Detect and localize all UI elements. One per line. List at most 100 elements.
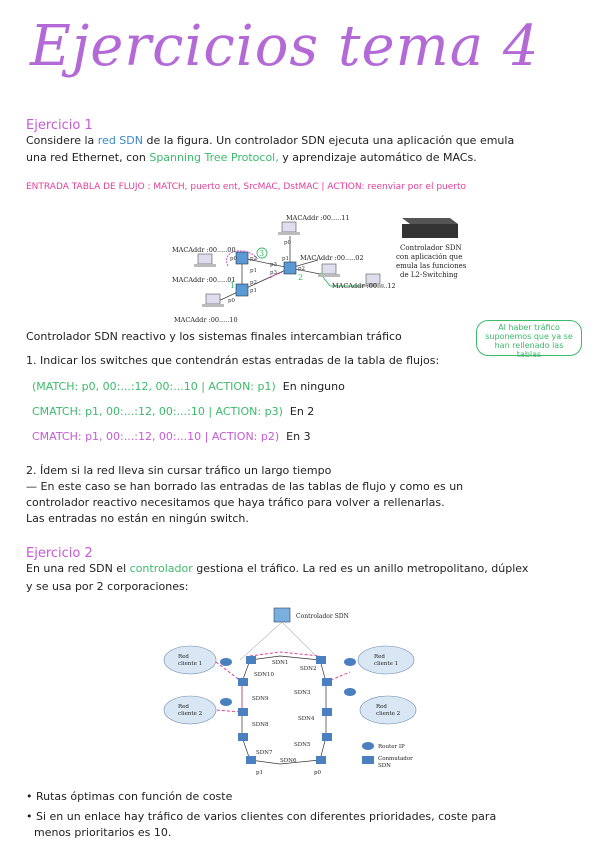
mac-label: MACAddr :00.....00 <box>172 246 236 254</box>
port-label: p1 <box>250 288 257 294</box>
flow-entry-answer: En ninguno <box>282 380 345 393</box>
flow-table-entry-format: ENTRADA TABLA DE FLUJO : MATCH, puerto e… <box>26 182 467 192</box>
node-label: SDN6 <box>280 758 297 764</box>
ex1-note: Al haber tráfico suponemos que ya se han… <box>485 323 573 359</box>
ex1-highlight-red-sdn: red SDN <box>97 134 143 147</box>
sdn-controller-icon <box>402 218 458 238</box>
flow-entry-1: (MATCH: p0, 00:...:12, 00:...10 | ACTION… <box>32 380 345 393</box>
port-label: p0 <box>284 240 292 246</box>
node-label: SDN5 <box>294 742 311 748</box>
cloud-label: cliente 2 <box>376 711 400 717</box>
node-label: SDN8 <box>252 722 269 728</box>
step-number: 1 <box>230 281 235 290</box>
ex1-reactive-line: Controlador SDN reactivo y los sistemas … <box>26 330 402 343</box>
cloud-label: cliente 1 <box>374 661 398 667</box>
ex2-text: gestiona el tráfico. La red es un anillo… <box>196 562 529 575</box>
pc-icon <box>278 221 300 235</box>
port-label: p0 <box>314 770 322 776</box>
ex1-text: Considere la <box>26 134 95 147</box>
sdn-controller-icon <box>273 607 291 623</box>
port-label: p3 <box>270 270 278 276</box>
ex1-answer-2-line: Las entradas no están en ningún switch. <box>26 512 249 525</box>
step-number: 2 <box>298 273 303 282</box>
cloud-label: Red <box>374 654 385 660</box>
ex2-intro-line1: En una red SDN el controlador gestiona e… <box>26 562 528 575</box>
legend-label: SDN <box>378 763 391 769</box>
legend-label: Router IP <box>378 744 405 750</box>
ex2-highlight-controlador: controlador <box>129 562 193 575</box>
pc-icon <box>202 293 224 307</box>
cloud-icon <box>163 645 417 725</box>
node-label: SDN7 <box>256 750 273 756</box>
sdn-switch-icon <box>238 656 332 764</box>
pc-icon <box>318 263 340 277</box>
flow-entry-3: CMATCH: p1, 00:...:12, 00:...10 | ACTION… <box>32 430 311 443</box>
flow-entry-answer: En 2 <box>289 405 315 418</box>
pc-icon <box>194 253 216 267</box>
bullet-text: Rutas óptimas con función de coste <box>36 790 233 803</box>
cloud-label: Red <box>178 704 189 710</box>
port-label: p2 <box>250 280 257 286</box>
controller-label: con aplicación que <box>396 253 462 261</box>
flow-entry-match: CMATCH: p1, 00:...:12, 00:...10 | ACTION… <box>32 430 280 443</box>
controller-label: emula las funciones <box>396 262 467 270</box>
ex1-answer-2-line: controlador reactivo necesitamos que hay… <box>26 496 445 509</box>
ex1-question-2: 2. Ídem si la red lleva sin cursar tráfi… <box>26 464 332 477</box>
note-bubble <box>476 320 582 356</box>
exercise-1-heading: Ejercicio 1 <box>26 118 93 133</box>
port-label: p1 <box>250 268 257 274</box>
port-label: p2 <box>298 266 305 272</box>
bullet-item: • Rutas óptimas con función de coste <box>26 790 233 803</box>
port-label: p3 <box>270 262 278 268</box>
cloud-label: Red <box>178 654 189 660</box>
ex1-question-1: 1. Indicar los switches que contendrán e… <box>26 354 440 367</box>
cloud-label: Red <box>376 704 387 710</box>
ex1-text: y aprendizaje automático de MACs. <box>282 151 477 164</box>
legend-switch-icon <box>362 756 374 764</box>
port-label: p0 <box>230 256 238 262</box>
ex2-intro-line2: y se usa por 2 corporaciones: <box>26 580 189 593</box>
port-label: p1 <box>256 770 263 776</box>
figure-2-ring: Controlador SDN Red cliente 1 Red client… <box>163 607 417 776</box>
bullet-item-continued: menos prioritarios es 10. <box>34 826 172 839</box>
port-label: p1 <box>282 256 289 262</box>
ex2-text: En una red SDN el <box>26 562 127 575</box>
flow-entry-match: (MATCH: p0, 00:...:12, 00:...10 | ACTION… <box>32 380 276 393</box>
controller-label: Controlador SDN <box>400 244 462 252</box>
bullet-text: Si en un enlace hay tráfico de varios cl… <box>36 810 497 823</box>
mac-label: MACAddr :00.....11 <box>286 214 350 222</box>
cloud-label: cliente 1 <box>178 661 202 667</box>
router-icon <box>220 658 356 706</box>
ex1-text: de la figura. Un controlador SDN ejecuta… <box>146 134 515 147</box>
mac-label: MACAddr :00.....12 <box>332 282 396 290</box>
cloud-label: cliente 2 <box>178 711 202 717</box>
legend-label: Conmutador <box>378 756 413 762</box>
pc-icon <box>362 273 384 287</box>
exercise-2-heading: Ejercicio 2 <box>26 546 93 561</box>
mac-label: MACAddr :00.....10 <box>174 316 238 324</box>
legend-router-icon <box>362 742 374 750</box>
node-label: SDN3 <box>294 690 311 696</box>
controller-label: Controlador SDN <box>296 613 349 620</box>
flow-entry-match: CMATCH: p1, 00:...:12, 00:...:10 | ACTIO… <box>32 405 283 418</box>
ex1-text: una red Ethernet, con <box>26 151 146 164</box>
figure-1-topology: 3 2 1 MACAddr :00.....11 MACAddr :00....… <box>172 214 467 324</box>
mac-label: MACAddr :00.....02 <box>300 254 364 262</box>
node-label: SDN2 <box>300 666 317 672</box>
ex1-answer-2-line: — En este caso se han borrado las entrad… <box>26 480 464 493</box>
ex1-highlight-stp: Spanning Tree Protocol, <box>149 151 279 164</box>
switch-icon <box>235 251 249 265</box>
switch-icon <box>235 283 249 297</box>
flow-entry-2: CMATCH: p1, 00:...:12, 00:...:10 | ACTIO… <box>32 405 314 418</box>
ex1-intro-line2: una red Ethernet, con Spanning Tree Prot… <box>26 151 477 164</box>
ex1-intro-line1: Considere la red SDN de la figura. Un co… <box>26 134 514 147</box>
page-title: Ejercicios tema 4 <box>30 14 540 79</box>
node-label: SDN9 <box>252 696 269 702</box>
switch-icon <box>283 261 297 275</box>
port-label: p2 <box>250 256 257 262</box>
bullet-item: • Si en un enlace hay tráfico de varios … <box>26 810 497 823</box>
node-label: SDN4 <box>298 716 315 722</box>
mac-label: MACAddr :00.....01 <box>172 276 236 284</box>
flow-entry-answer: En 3 <box>286 430 311 443</box>
node-label: SDN10 <box>254 672 274 678</box>
